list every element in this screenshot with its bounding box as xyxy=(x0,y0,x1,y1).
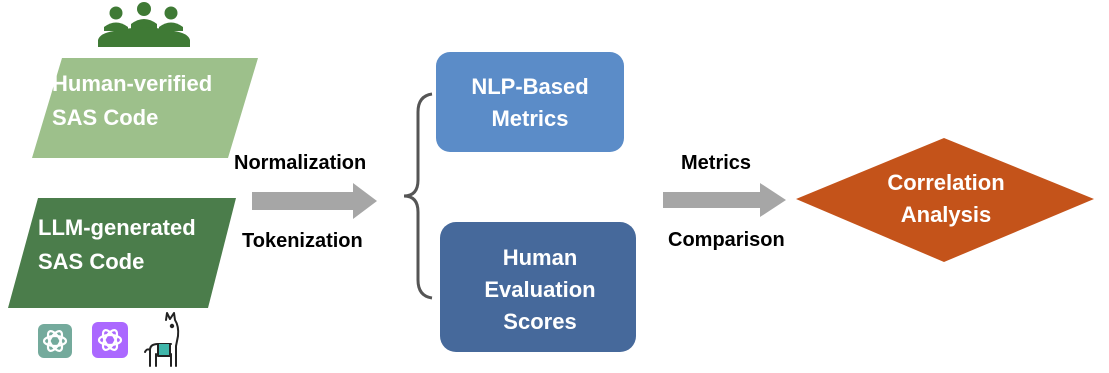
chatgpt-purple-icon xyxy=(92,322,128,358)
chatgpt-green-icon xyxy=(38,324,72,358)
curly-bracket xyxy=(403,92,433,300)
llm-generated-code-box: LLM-generated SAS Code xyxy=(8,198,236,308)
normalization-arrow xyxy=(252,183,377,219)
llm-generated-line2: SAS Code xyxy=(38,249,144,274)
nlp-box-line2: Metrics xyxy=(491,106,568,131)
result-line2: Analysis xyxy=(901,202,992,227)
comparison-label: Comparison xyxy=(668,229,785,251)
result-line1: Correlation xyxy=(887,170,1004,195)
nlp-box-line1: NLP-Based xyxy=(471,74,588,99)
tokenization-label: Tokenization xyxy=(242,230,363,252)
human-evaluation-box: Human Evaluation Scores xyxy=(440,222,636,352)
human-verified-line1: Human-verified xyxy=(52,71,212,96)
human-verified-line2: SAS Code xyxy=(52,105,158,130)
people-group-icon xyxy=(98,2,190,47)
human-verified-code-box: Human-verified SAS Code xyxy=(32,58,258,158)
human-box-line1: Human xyxy=(503,245,578,270)
nlp-metrics-box: NLP-Based Metrics xyxy=(436,52,624,152)
llama-icon xyxy=(144,312,180,367)
human-box-line3: Scores xyxy=(503,309,576,334)
human-box-line2: Evaluation xyxy=(484,277,595,302)
metrics-comparison-arrow xyxy=(663,183,786,217)
normalization-label: Normalization xyxy=(234,152,366,174)
correlation-analysis-diamond: Correlation Analysis xyxy=(796,138,1094,262)
metrics-label: Metrics xyxy=(681,152,751,174)
llm-generated-line1: LLM-generated xyxy=(38,215,196,240)
